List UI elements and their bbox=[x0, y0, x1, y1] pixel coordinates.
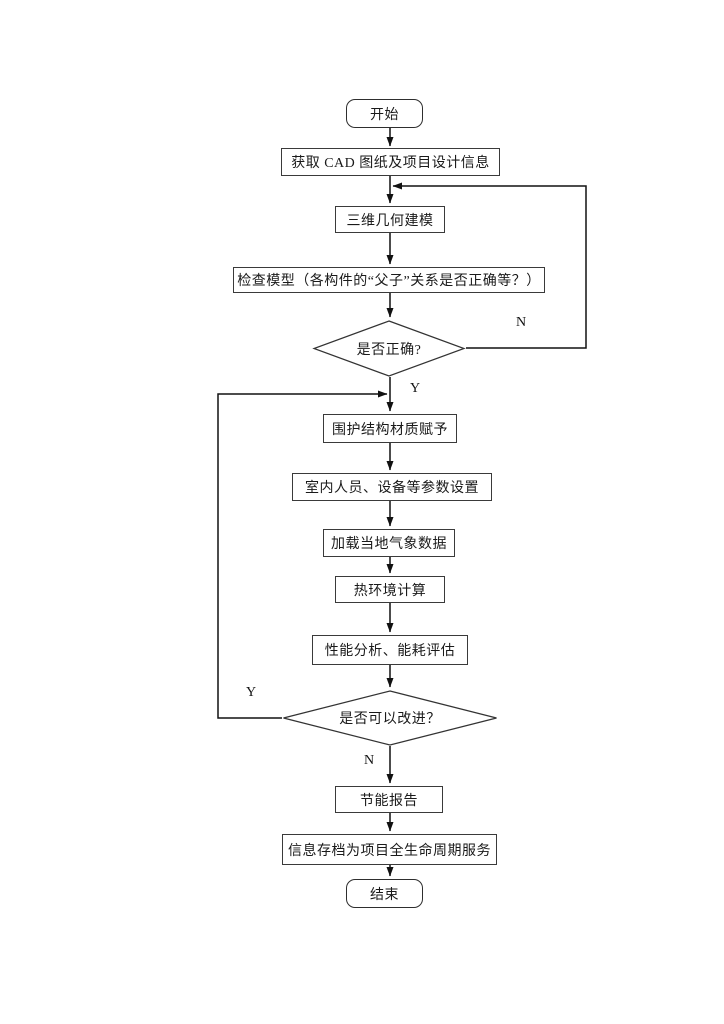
node-decision-correct: 是否正确? bbox=[312, 320, 466, 377]
node-check-model-label: 检查模型（各构件的“父子”关系是否正确等？） bbox=[237, 274, 541, 289]
node-indoor-params: 室内人员、设备等参数设置 bbox=[292, 473, 492, 501]
node-archive-label: 信息存档为项目全生命周期服务 bbox=[288, 843, 491, 859]
diamond-shape bbox=[312, 320, 466, 377]
node-check-model: 检查模型（各构件的“父子”关系是否正确等？） bbox=[233, 267, 545, 293]
node-thermal-calc: 热环境计算 bbox=[335, 576, 445, 603]
node-weather-data-label: 加载当地气象数据 bbox=[331, 537, 447, 552]
node-acquire-cad-label: 获取 CAD 图纸及项目设计信息 bbox=[291, 156, 490, 171]
edge-label-correct-yes: Y bbox=[409, 381, 421, 396]
node-performance-analysis: 性能分析、能耗评估 bbox=[312, 635, 468, 665]
node-indoor-params-label: 室内人员、设备等参数设置 bbox=[305, 481, 479, 496]
node-weather-data: 加载当地气象数据 bbox=[323, 529, 455, 557]
node-thermal-calc-label: 热环境计算 bbox=[353, 583, 427, 599]
node-decision-improve: 是否可以改进？ bbox=[282, 690, 498, 746]
node-envelope-material-label: 围护结构材质赋予 bbox=[332, 422, 448, 438]
node-energy-report: 节能报告 bbox=[335, 786, 443, 813]
node-modeling-3d: 三维几何建模 bbox=[335, 206, 445, 233]
node-modeling-3d-label: 三维几何建模 bbox=[346, 213, 434, 229]
node-end-label: 结束 bbox=[370, 887, 399, 903]
node-end: 结束 bbox=[346, 879, 423, 908]
node-decision-correct-label: 是否正确? bbox=[356, 342, 422, 358]
node-performance-analysis-label: 性能分析、能耗评估 bbox=[324, 644, 456, 659]
edge-label-improve-no: N bbox=[363, 753, 375, 768]
node-start: 开始 bbox=[346, 99, 423, 128]
edge-label-correct-no: N bbox=[515, 315, 527, 330]
node-start-label: 开始 bbox=[370, 107, 399, 123]
diamond-shape bbox=[283, 690, 497, 746]
edge-label-improve-yes: Y bbox=[245, 685, 257, 700]
node-archive: 信息存档为项目全生命周期服务 bbox=[282, 834, 497, 865]
node-energy-report-label: 节能报告 bbox=[360, 793, 418, 809]
node-envelope-material: 围护结构材质赋予 bbox=[323, 414, 457, 443]
node-decision-improve-label: 是否可以改进？ bbox=[339, 712, 441, 727]
node-acquire-cad: 获取 CAD 图纸及项目设计信息 bbox=[281, 148, 500, 176]
